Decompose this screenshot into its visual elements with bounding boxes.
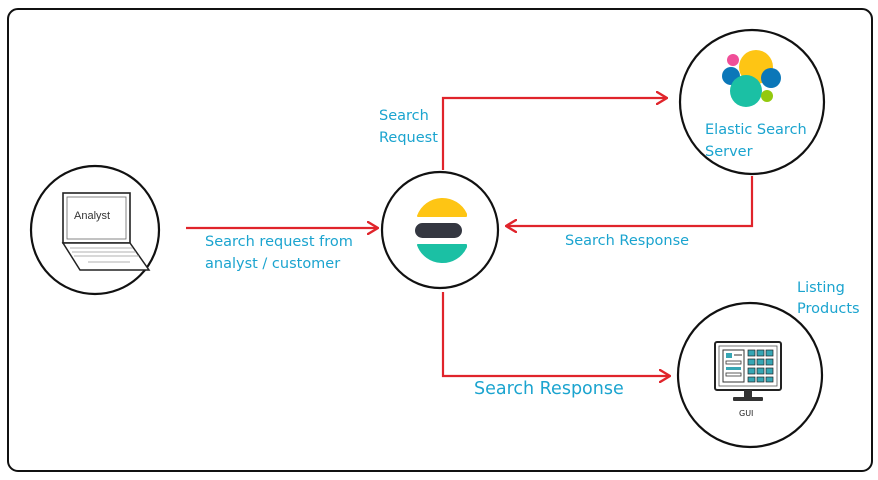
elastic-logo-icon bbox=[415, 197, 467, 264]
label-listing-products-line2: Products bbox=[797, 301, 860, 317]
elastic-hub-node bbox=[380, 170, 500, 290]
label-search-response-lower: Search Response bbox=[474, 379, 624, 399]
arrow-hub-to-server bbox=[441, 98, 667, 170]
gui-caption: GUI bbox=[739, 409, 753, 418]
label-search-request-from-analyst-line1: Search request from bbox=[205, 234, 353, 250]
label-listing-products-line1: Listing bbox=[797, 280, 845, 296]
gui-monitor-icon bbox=[714, 341, 782, 401]
label-search-request-from-analyst-line2: analyst / customer bbox=[205, 256, 341, 272]
laptop-icon bbox=[61, 192, 151, 271]
elastic-server-label-line1: Elastic Search bbox=[705, 122, 807, 138]
elasticsearch-logo-icon bbox=[722, 50, 781, 107]
arrow-hub-to-gui bbox=[441, 292, 670, 376]
analyst-node: Analyst bbox=[29, 164, 161, 296]
label-search-request-line1: Search bbox=[379, 108, 429, 124]
label-search-request-line2: Request bbox=[379, 130, 438, 146]
elastic-server-label-line2: Server bbox=[705, 144, 753, 160]
arrow-server-to-hub bbox=[506, 176, 754, 226]
elastic-server-node: Elastic Search Server bbox=[678, 28, 826, 176]
analyst-screen-label: Analyst bbox=[74, 210, 110, 222]
label-search-response-upper: Search Response bbox=[565, 233, 690, 249]
gui-node: GUI bbox=[676, 301, 824, 449]
